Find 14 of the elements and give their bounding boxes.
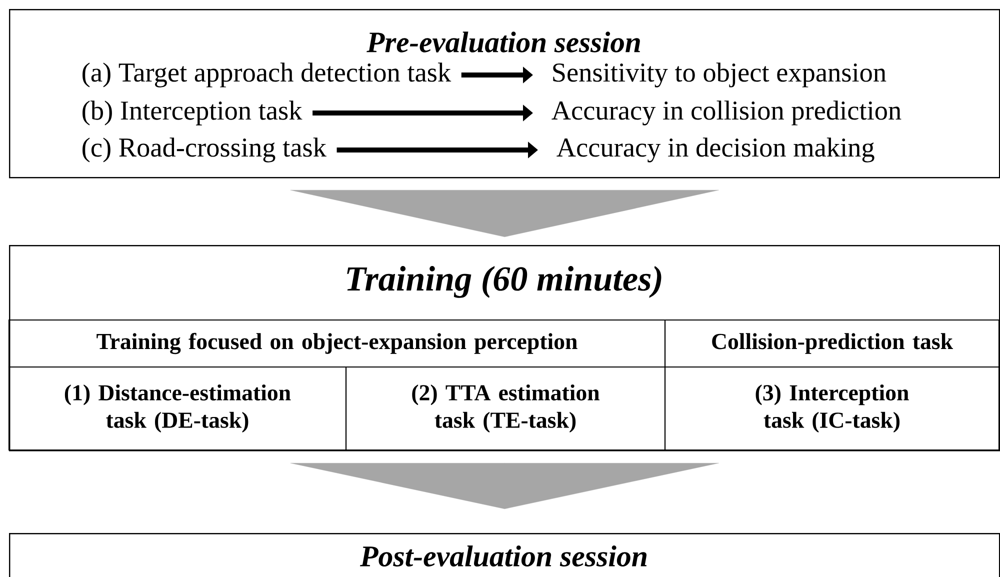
task-text: (c) Road-crossing task [82, 138, 326, 162]
table-cell: Training focused on object-expansion perception [8, 319, 666, 368]
table-cell: Collision-prediction task [664, 319, 1000, 368]
session-box: Post-evaluation session [9, 533, 1000, 577]
task-text: (a) Target approach detection task [82, 62, 452, 88]
task-text: (b) Interception task [82, 100, 302, 126]
block-arrow [290, 462, 719, 509]
block-arrow [290, 190, 719, 237]
outcome-text: Accuracy in decision making [556, 138, 874, 162]
outcome-text: Accuracy in collision prediction [552, 100, 902, 126]
table-cell: (3) Interception task (IC-task) [664, 366, 1000, 451]
outcome-text: Sensitivity to object expansion [553, 62, 886, 88]
table-cell: (2) TTA estimation task (TE-task) [345, 366, 666, 451]
table-cell: (1) Distance-estimation task (DE-task) [8, 366, 347, 451]
